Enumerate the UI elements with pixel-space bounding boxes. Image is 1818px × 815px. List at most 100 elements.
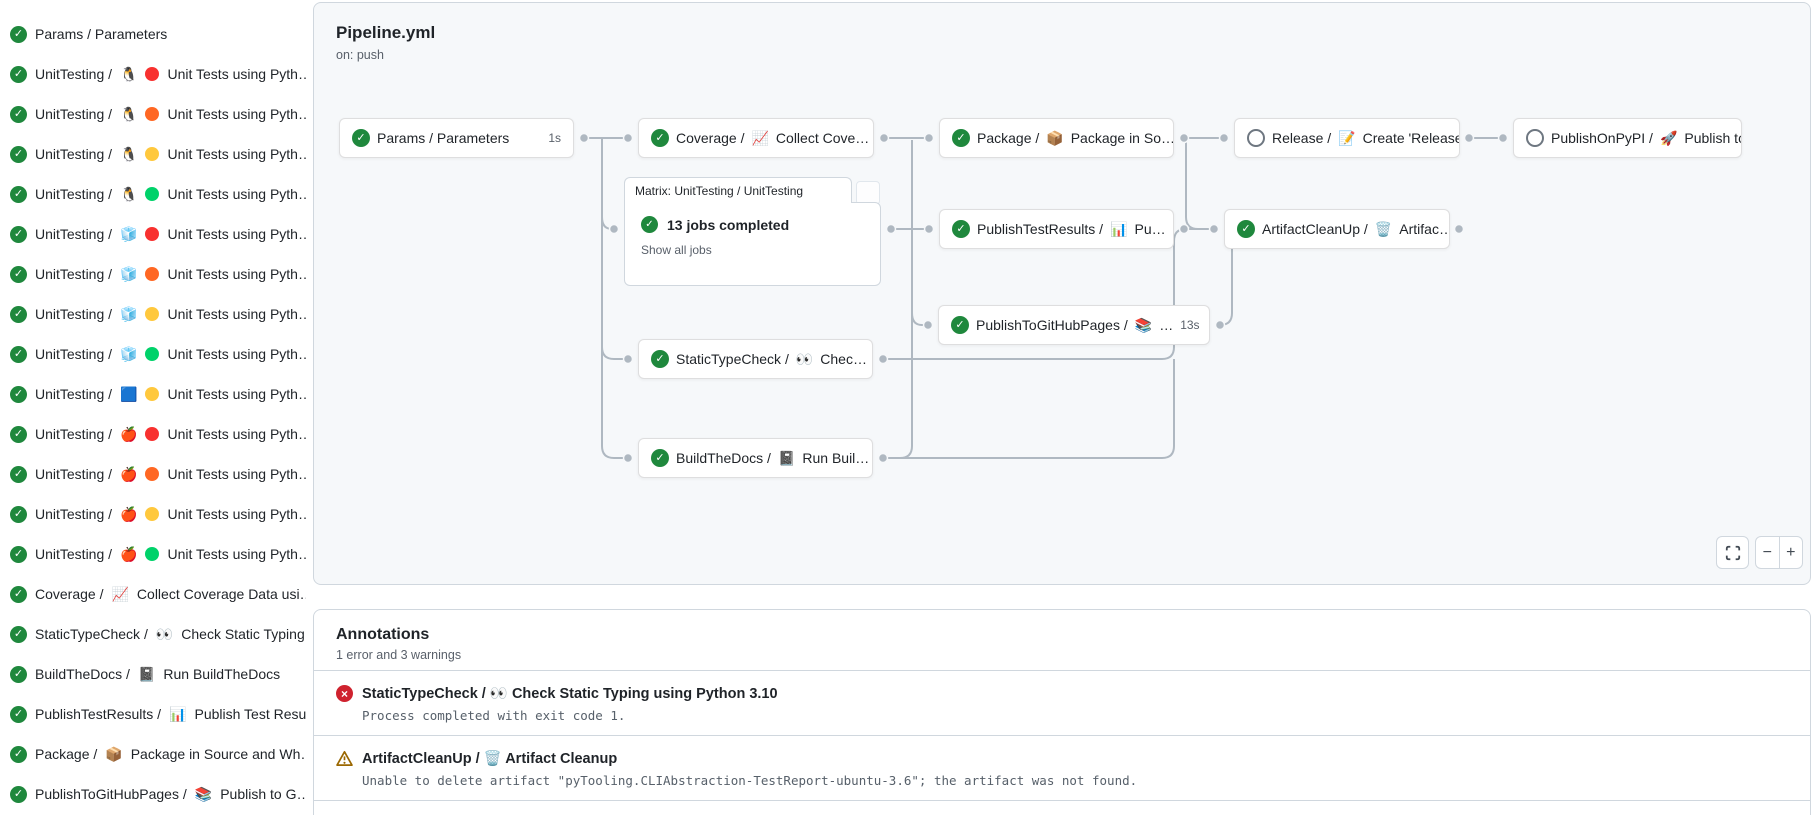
os-emoji-icon: 👀 [155, 626, 174, 642]
sidebar-job-title: Unit Tests using Pyth… [167, 426, 306, 442]
annotations-subtitle: 1 error and 3 warnings [336, 648, 462, 662]
graph-node-btd[interactable]: ✓ BuildTheDocs / 📓 Run Buil… 47s [638, 438, 873, 478]
node-step-title: … [1159, 317, 1174, 333]
success-check-icon: ✓ [10, 505, 27, 523]
python-version-dot-icon [145, 267, 160, 281]
sidebar-job-item[interactable]: ✓ UnitTesting / 🧊 Unit Tests using Pyth… [0, 254, 306, 294]
node-duration: 17s [1173, 222, 1174, 236]
zoom-in-button[interactable]: + [1778, 537, 1803, 568]
graph-node-ptr[interactable]: ✓ PublishTestResults / 📊 Pu… 17s [939, 209, 1174, 249]
graph-node-coverage[interactable]: ✓ Coverage / 📈 Collect Cove… 25s [638, 118, 874, 158]
fullscreen-button[interactable] [1716, 536, 1749, 569]
sidebar-job-name: StaticTypeCheck / [35, 626, 148, 642]
sidebar-job-name: Params / Parameters [35, 26, 168, 42]
sidebar-job-title: Unit Tests using Pyth… [167, 146, 306, 162]
node-emoji-icon: 📦 [1046, 130, 1064, 146]
os-emoji-icon: 🧊 [120, 226, 138, 242]
python-version-dot-icon [145, 427, 160, 441]
graph-node-release[interactable]: Release / 📝 Create 'Release P… [1234, 118, 1460, 158]
sidebar-job-item[interactable]: ✓ UnitTesting / 🐧 Unit Tests using Pyth… [0, 94, 306, 134]
success-check-icon: ✓ [641, 216, 658, 233]
node-job-name: Params / Parameters [377, 130, 510, 146]
graph-node-stc[interactable]: ✓ StaticTypeCheck / 👀 Chec… 13s [638, 339, 873, 379]
graph-node-acu[interactable]: ✓ ArtifactCleanUp / 🗑️ Artifac… 3s [1224, 209, 1450, 249]
sidebar-job-item[interactable]: ✓ PublishToGitHubPages / 📚 Publish to G… [0, 774, 306, 814]
sidebar-job-item[interactable]: ✓ UnitTesting / 🍎 Unit Tests using Pyth… [0, 534, 306, 574]
sidebar-job-name: UnitTesting / [35, 546, 113, 562]
sidebar-job-name: Package / [35, 746, 98, 762]
success-check-icon: ✓ [10, 65, 27, 83]
sidebar-job-name: PublishTestResults / [35, 706, 162, 722]
success-check-icon: ✓ [10, 665, 27, 683]
zoom-out-button[interactable]: − [1762, 543, 1772, 561]
sidebar-job-item[interactable]: ✓ UnitTesting / 🟦 Unit Tests using Pyth… [0, 374, 306, 414]
annotation-item: × StaticTypeCheck / 👀 Check Static Typin… [314, 671, 1810, 736]
graph-node-pypi[interactable]: PublishOnPyPI / 🚀 Publish to … [1513, 118, 1742, 158]
sidebar-job-name: UnitTesting / [35, 466, 113, 482]
node-step-title: Chec… [820, 351, 867, 367]
success-check-icon: ✓ [10, 225, 27, 243]
graph-nodes-layer: ✓ Params / Parameters 1s ✓ Coverage / 📈 … [314, 3, 1812, 586]
sidebar-job-name: UnitTesting / [35, 266, 113, 282]
sidebar-job-title: Unit Tests using Pyth… [167, 106, 306, 122]
sidebar-job-name: UnitTesting / [35, 146, 113, 162]
show-all-jobs-link[interactable]: Show all jobs [641, 243, 712, 257]
sidebar-job-title: Package in Source and Wh… [130, 746, 306, 762]
os-emoji-icon: 🧊 [120, 346, 138, 362]
matrix-card[interactable]: ✓ 13 jobs completed Show all jobs [624, 202, 881, 286]
sidebar-job-name: UnitTesting / [35, 106, 113, 122]
annotation-header-link[interactable]: StaticTypeCheck / 👀 Check Static Typing … [362, 686, 778, 702]
annotations-list: × StaticTypeCheck / 👀 Check Static Typin… [314, 671, 1810, 801]
os-emoji-icon: 🐧 [120, 106, 138, 122]
python-version-dot-icon [145, 187, 160, 201]
success-check-icon: ✓ [10, 465, 27, 483]
graph-node-ptghp[interactable]: ✓ PublishToGitHubPages / 📚 … 13s [938, 305, 1210, 345]
sidebar-job-item[interactable]: ✓ UnitTesting / 🍎 Unit Tests using Pyth… [0, 494, 306, 534]
sidebar-job-item[interactable]: ✓ UnitTesting / 🐧 Unit Tests using Pyth… [0, 174, 306, 214]
success-check-icon: ✓ [10, 705, 27, 723]
node-emoji-icon: 📊 [1110, 221, 1128, 237]
annotation-item: ArtifactCleanUp / 🗑️ Artifact Cleanup Un… [314, 736, 1810, 801]
sidebar-job-item[interactable]: ✓ UnitTesting / 🍎 Unit Tests using Pyth… [0, 454, 306, 494]
sidebar-job-title: Unit Tests using Pyth… [167, 346, 306, 362]
node-duration: 1s [548, 131, 561, 145]
sidebar-job-item[interactable]: ✓ Package / 📦 Package in Source and Wh… [0, 734, 306, 774]
os-emoji-icon: 🍎 [120, 466, 138, 482]
sidebar-job-item[interactable]: ✓ Coverage / 📈 Collect Coverage Data usi… [0, 574, 306, 614]
success-check-icon: ✓ [10, 145, 27, 163]
sidebar-job-item[interactable]: ✓ PublishTestResults / 📊 Publish Test Re… [0, 694, 306, 734]
annotation-header-link[interactable]: ArtifactCleanUp / 🗑️ Artifact Cleanup [362, 751, 618, 767]
sidebar-job-item[interactable]: ✓ UnitTesting / 🧊 Unit Tests using Pyth… [0, 294, 306, 334]
sidebar-job-item[interactable]: ✓ UnitTesting / 🐧 Unit Tests using Pyth… [0, 134, 306, 174]
success-check-icon: ✓ [10, 265, 27, 283]
status-icon: ✓ [651, 449, 669, 467]
sidebar-job-item[interactable]: ✓ UnitTesting / 🐧 Unit Tests using Pyth… [0, 54, 306, 94]
workflow-graph-panel: Pipeline.yml on: push ✓ Params / Paramet… [313, 2, 1811, 585]
os-emoji-icon: 📊 [169, 706, 187, 722]
os-emoji-icon: 🍎 [120, 506, 138, 522]
python-version-dot-icon [145, 467, 160, 481]
status-icon: ✓ [952, 129, 970, 147]
graph-node-params[interactable]: ✓ Params / Parameters 1s [339, 118, 574, 158]
matrix-tab-label: Matrix: UnitTesting / UnitTesting [624, 177, 852, 203]
sidebar-job-item[interactable]: ✓ StaticTypeCheck / 👀 Check Static Typin… [0, 614, 306, 654]
graph-node-package[interactable]: ✓ Package / 📦 Package in So… 25s [939, 118, 1174, 158]
sidebar-job-item[interactable]: ✓ UnitTesting / 🧊 Unit Tests using Pyth… [0, 334, 306, 374]
node-step-title: Run Buil… [802, 450, 870, 466]
sidebar-job-item[interactable]: ✓ UnitTesting / 🍎 Unit Tests using Pyth… [0, 414, 306, 454]
node-job-name: Release / [1272, 130, 1332, 146]
sidebar-job-name: UnitTesting / [35, 226, 113, 242]
fullscreen-icon [1725, 545, 1740, 560]
node-emoji-icon: 📓 [777, 450, 796, 466]
node-emoji-icon: 📝 [1338, 130, 1356, 146]
node-job-name: Coverage / [676, 130, 745, 146]
sidebar-job-item[interactable]: ✓ BuildTheDocs / 📓 Run BuildTheDocs [0, 654, 306, 694]
sidebar-job-title: Publish to G… [220, 786, 306, 802]
status-icon [1526, 129, 1544, 147]
python-version-dot-icon [145, 147, 160, 161]
sidebar-job-item[interactable]: ✓ UnitTesting / 🧊 Unit Tests using Pyth… [0, 214, 306, 254]
sidebar-job-title: Check Static Typing… [181, 626, 306, 642]
sidebar-job-list: ✓ Params / Parameters ✓ UnitTesting / 🐧 … [0, 0, 306, 815]
sidebar-job-item[interactable]: ✓ Params / Parameters [0, 14, 306, 54]
node-job-name: PublishOnPyPI / [1551, 130, 1653, 146]
